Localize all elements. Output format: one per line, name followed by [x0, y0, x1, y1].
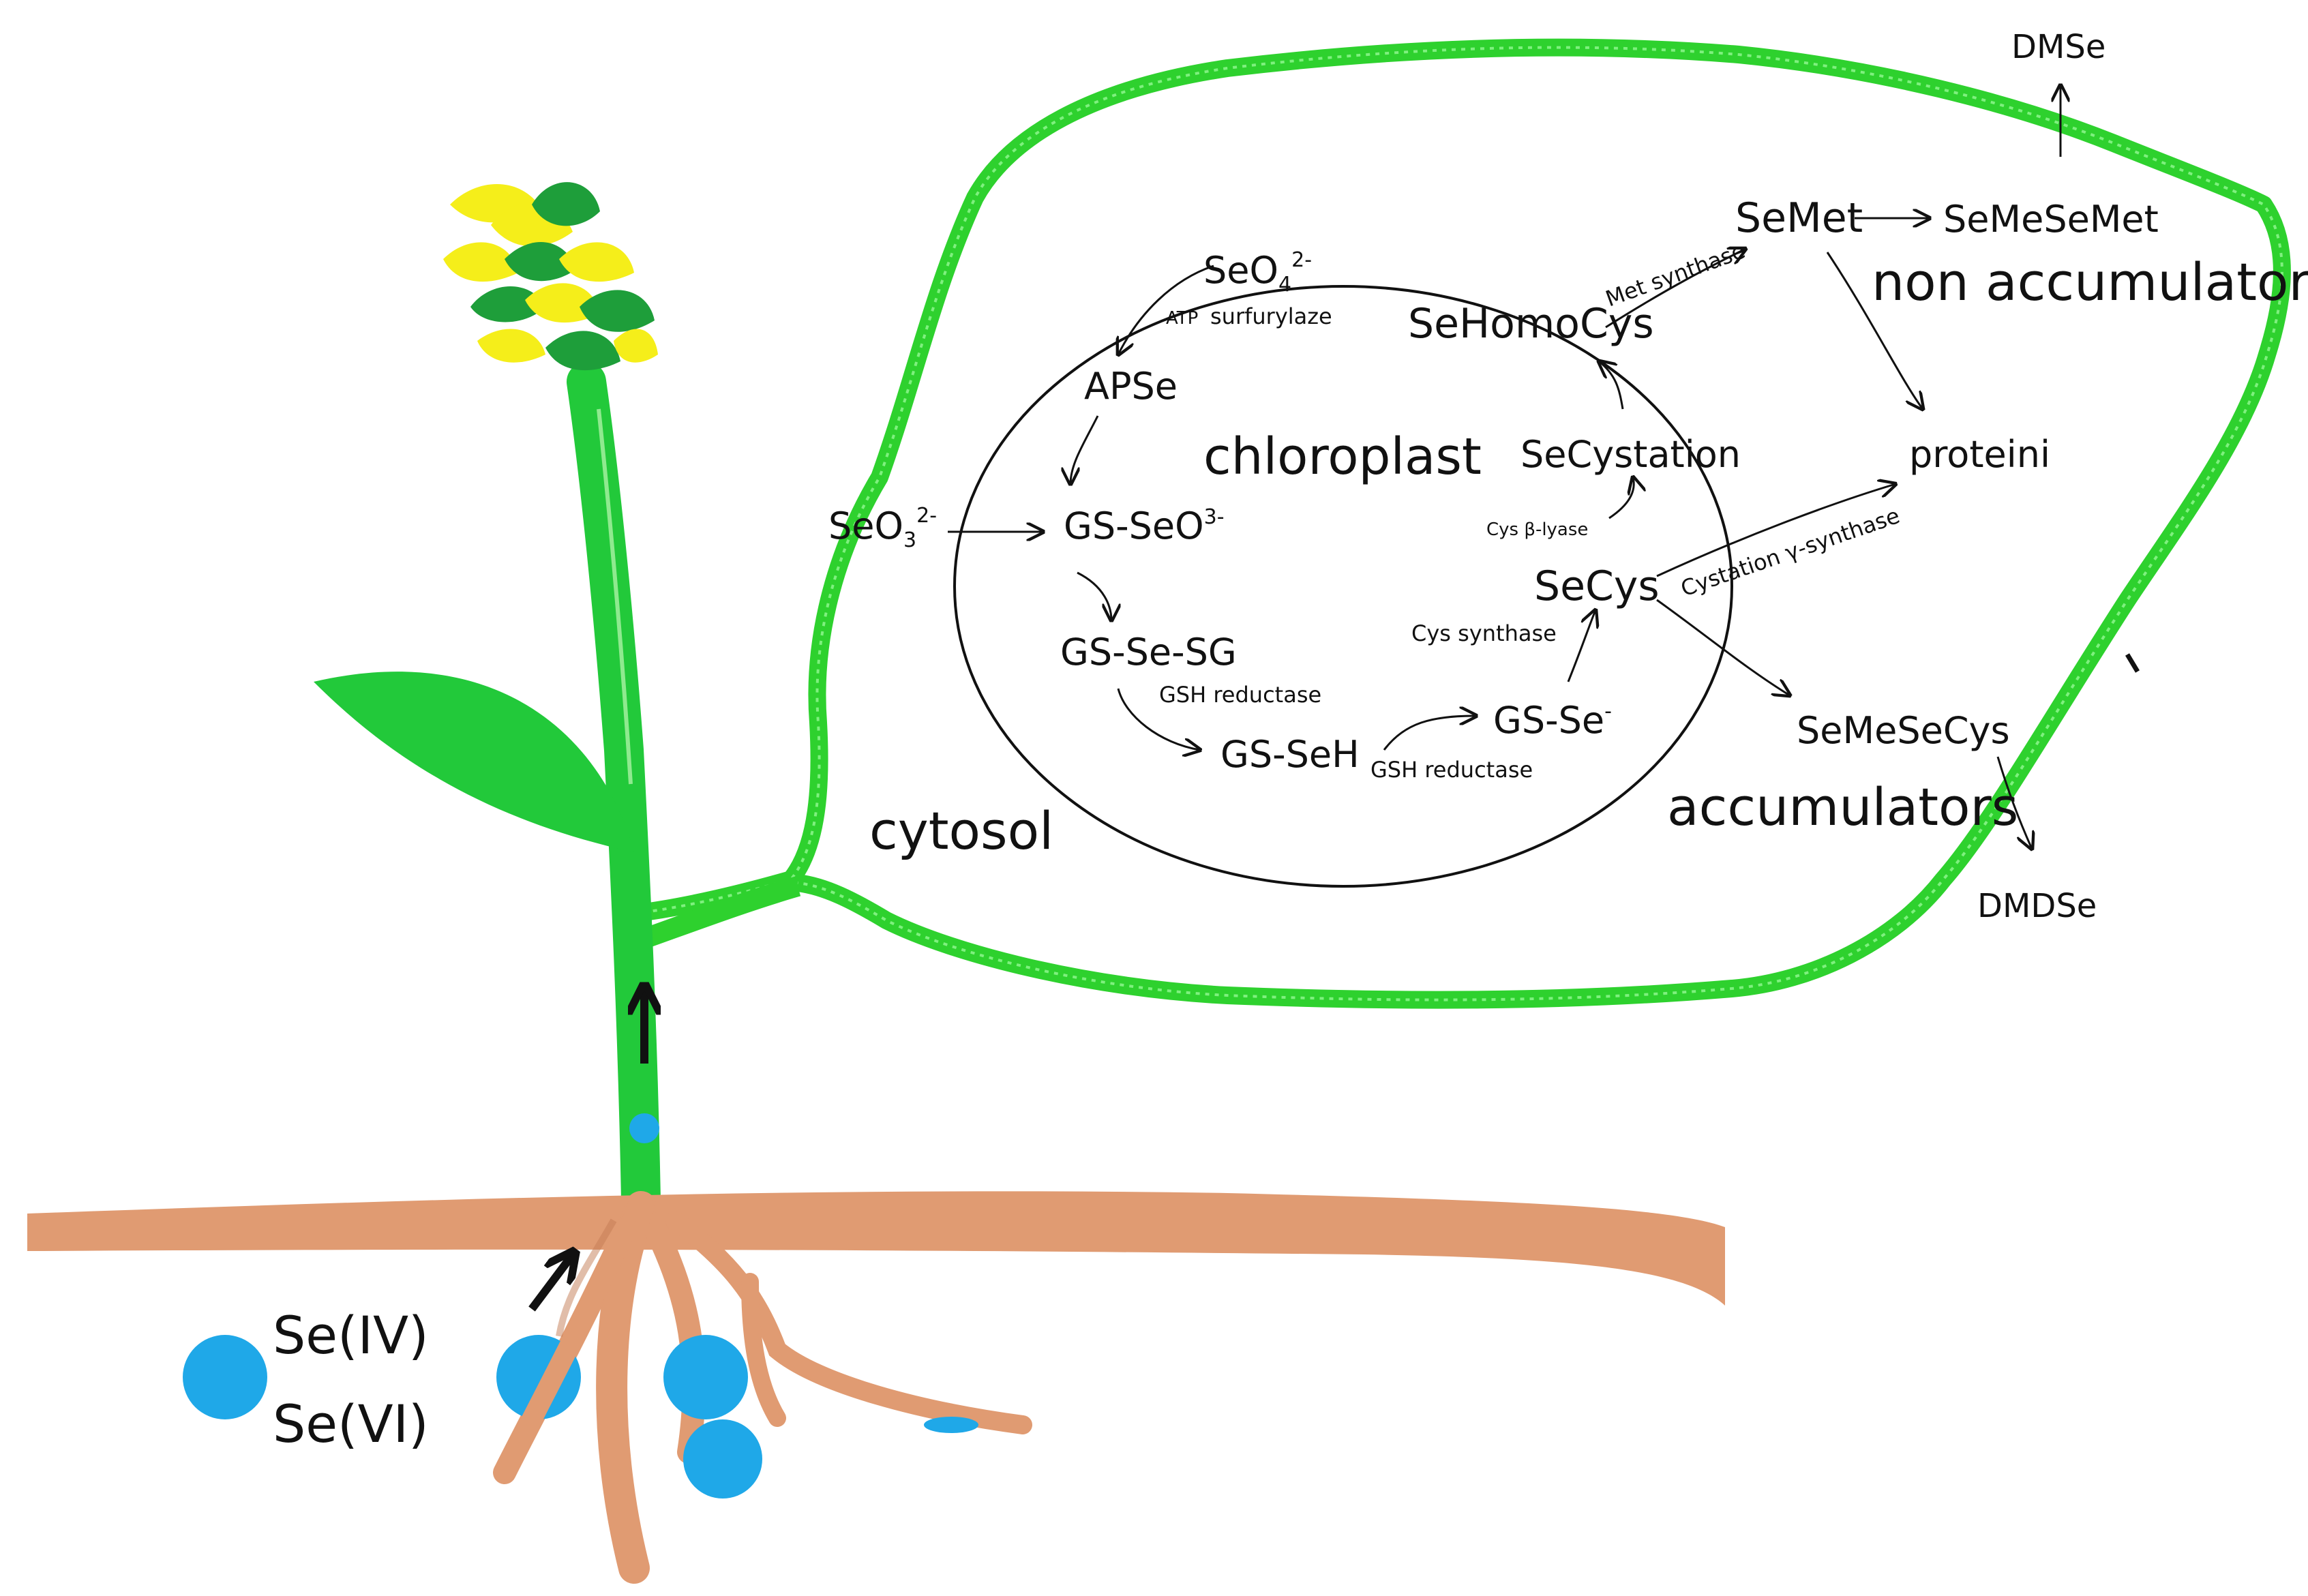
label-semesemet: SeMeSeMet [1943, 198, 2159, 241]
pathway-arrows [948, 85, 2060, 849]
chloroplast-membrane [953, 285, 1733, 888]
plant [314, 182, 661, 1220]
label-gsh-reductase-1: GSH reductase [1159, 682, 1321, 708]
label-dmdse: DMDSe [1977, 887, 2097, 925]
label-seo3: SeO32- [828, 504, 937, 552]
uptake-arrow-root [528, 1254, 573, 1312]
label-cytosol: cytosol [869, 800, 1053, 861]
label-se-vi: Se(VI) [273, 1394, 429, 1454]
label-gs-se: GS-Se- [1493, 699, 1612, 742]
label-apse: APSe [1084, 365, 1178, 408]
label-chloroplast: chloroplast [1203, 427, 1482, 486]
label-accumulators: accumulators [1667, 777, 2018, 837]
label-seo4: SeO42- [1203, 248, 1312, 297]
label-gsh-reductase-2: GSH reductase [1370, 757, 1533, 783]
label-surfurylaze: surfurylaze [1210, 303, 1332, 329]
se-ion-root-3 [683, 1419, 762, 1499]
se-ion-soil [183, 1335, 267, 1419]
se-ion-stem [629, 1113, 659, 1143]
label-secystation: SeCystation [1520, 433, 1741, 476]
label-dmse: DMSe [2011, 28, 2105, 66]
se-ion-root-4 [924, 1417, 978, 1433]
label-semet: SeMet [1735, 194, 1863, 242]
label-se-iv: Se(IV) [273, 1305, 429, 1366]
label-cys-synthase: Cys synthase [1411, 620, 1557, 646]
pathway-labels: DMSe SeMet SeMeSeMet non accumulators Se… [273, 28, 2308, 1454]
label-secys: SeCys [1534, 562, 1660, 610]
flower-cluster [443, 182, 658, 371]
label-cys-beta-lyase: Cys β-lyase [1486, 520, 1588, 540]
label-gs-seh: GS-SeH [1220, 733, 1360, 776]
label-sehomocys: SeHomoCys [1408, 300, 1654, 348]
label-met-synthase: Met synthase [1602, 237, 1749, 312]
label-atp: ATP [1166, 308, 1198, 329]
roots [27, 1191, 1725, 1584]
label-proteini: proteini [1909, 433, 2050, 476]
label-non-accumulators: non accumulators [1872, 252, 2308, 312]
soil-line [27, 1191, 1725, 1306]
label-gs-seo3: GS-SeO3- [1064, 505, 1225, 547]
label-gs-se-sg: GS-Se-SG [1060, 631, 1237, 674]
se-ion-root-2 [663, 1335, 748, 1419]
stem [567, 362, 661, 1220]
label-semesecys: SeMeSeCys [1797, 709, 2010, 752]
leaf [314, 672, 634, 852]
cell-wall [633, 38, 2291, 1009]
